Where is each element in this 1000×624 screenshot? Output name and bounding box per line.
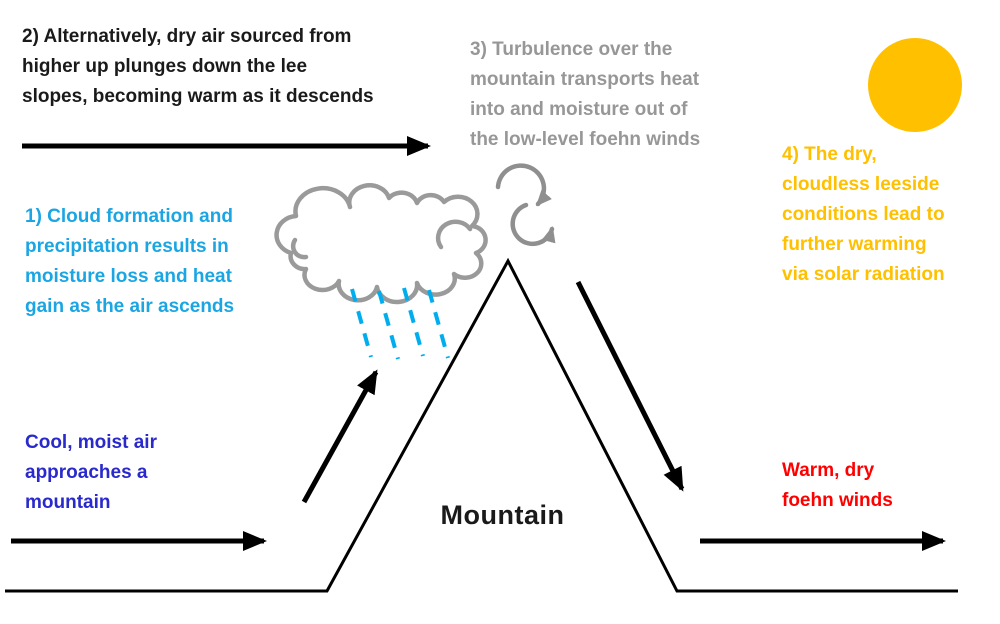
step2-text: 2) Alternatively, dry air sourced from h… <box>22 22 374 112</box>
result-text: Warm, dry foehn winds <box>782 456 893 516</box>
text-line: 4) The dry, <box>782 144 877 165</box>
text-line: higher up plunges down the lee <box>22 56 308 77</box>
text-line: gain as the air ascends <box>25 296 235 317</box>
step3-text: 3) Turbulence over the mountain transpor… <box>470 35 700 155</box>
text-line: mountain <box>25 492 111 513</box>
cloud-icon <box>274 183 488 305</box>
text-line: the low-level foehn winds <box>470 129 701 150</box>
descent-arrow <box>575 280 685 492</box>
step4-text: 4) The dry, cloudless leeside conditions… <box>782 140 945 290</box>
mountain-label: Mountain <box>440 500 565 530</box>
text-line: foehn winds <box>782 490 893 511</box>
rain-icon <box>350 287 450 360</box>
text-line: conditions lead to <box>782 204 945 225</box>
text-line: 1) Cloud formation and <box>25 206 233 227</box>
text-line: mountain transports heat <box>470 69 700 90</box>
text-line: precipitation results in <box>25 236 229 257</box>
text-line: 3) Turbulence over the <box>470 39 673 60</box>
approach-text: Cool, moist air approaches a mountain <box>25 428 157 518</box>
text-line: further warming <box>782 234 927 255</box>
text-line: cloudless leeside <box>782 174 940 195</box>
step1-text: 1) Cloud formation and precipitation res… <box>25 202 234 322</box>
turbulence-eddy-icon <box>495 163 556 247</box>
text-line: moisture loss and heat <box>25 266 232 287</box>
text-line: 2) Alternatively, dry air sourced from <box>22 26 352 47</box>
text-line: via solar radiation <box>782 264 945 285</box>
text-line: Cool, moist air <box>25 432 157 453</box>
sun-icon <box>868 38 962 132</box>
ascent-arrow <box>301 369 379 504</box>
text-line: into and moisture out of <box>470 99 688 120</box>
text-line: approaches a <box>25 462 148 483</box>
text-line: Warm, dry <box>782 460 875 481</box>
text-line: slopes, becoming warm as it descends <box>22 86 374 107</box>
